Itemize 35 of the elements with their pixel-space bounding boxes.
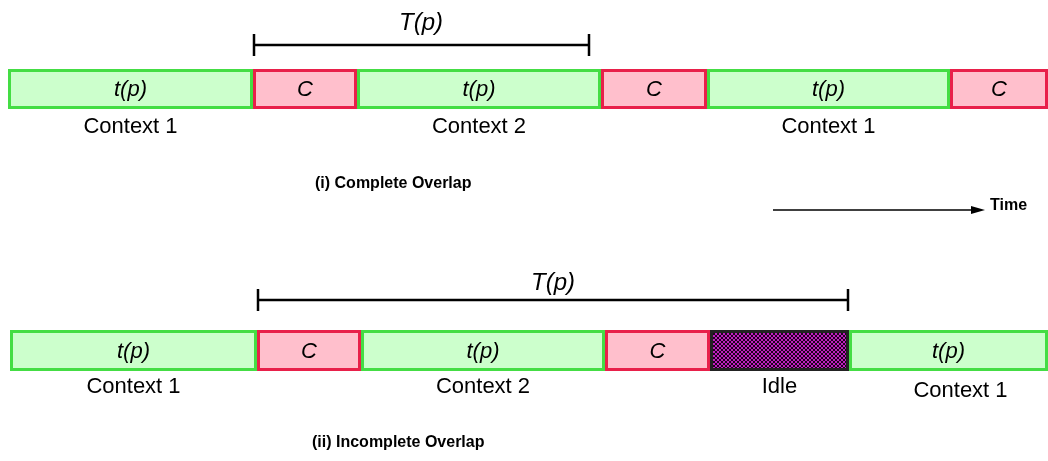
context-label: Context 2 bbox=[435, 374, 531, 399]
block-label: t(p) bbox=[462, 78, 496, 100]
context-label: Context 1 bbox=[913, 378, 1008, 403]
compute-block bbox=[8, 69, 253, 109]
context-switch-block bbox=[257, 330, 361, 371]
compute-block bbox=[10, 330, 257, 371]
context-label: Context 1 bbox=[781, 114, 876, 139]
subfigure-caption: (ii) Incomplete Overlap bbox=[312, 433, 485, 451]
axis-label: Time bbox=[990, 196, 1028, 214]
context-label: Context 2 bbox=[431, 114, 527, 139]
block-label: t(p) bbox=[114, 78, 147, 100]
context-switch-block bbox=[601, 69, 707, 109]
context-switch-block bbox=[605, 330, 710, 371]
context-label: Context 1 bbox=[83, 114, 178, 139]
block-label: t(p) bbox=[117, 339, 150, 362]
context-switch-block bbox=[253, 69, 357, 109]
context-label: Context 1 bbox=[86, 374, 181, 399]
compute-block bbox=[361, 330, 605, 371]
duration-label: T(p) bbox=[531, 268, 575, 296]
compute-block bbox=[707, 69, 950, 109]
duration-label: T(p) bbox=[399, 8, 443, 36]
compute-block bbox=[849, 330, 1048, 371]
block-label: t(p) bbox=[812, 78, 845, 100]
block-label: C bbox=[991, 78, 1007, 100]
block-label: t(p) bbox=[932, 339, 965, 362]
block-label: C bbox=[297, 78, 313, 100]
context-switch-block bbox=[950, 69, 1048, 109]
subfigure-caption: (i) Complete Overlap bbox=[315, 174, 472, 192]
block-label: t(p) bbox=[466, 339, 500, 362]
block-label: C bbox=[649, 339, 666, 362]
context-label: Idle bbox=[761, 374, 798, 399]
idle-block bbox=[710, 330, 849, 371]
block-label: C bbox=[301, 339, 317, 362]
compute-block bbox=[357, 69, 601, 109]
block-label: C bbox=[646, 78, 662, 100]
